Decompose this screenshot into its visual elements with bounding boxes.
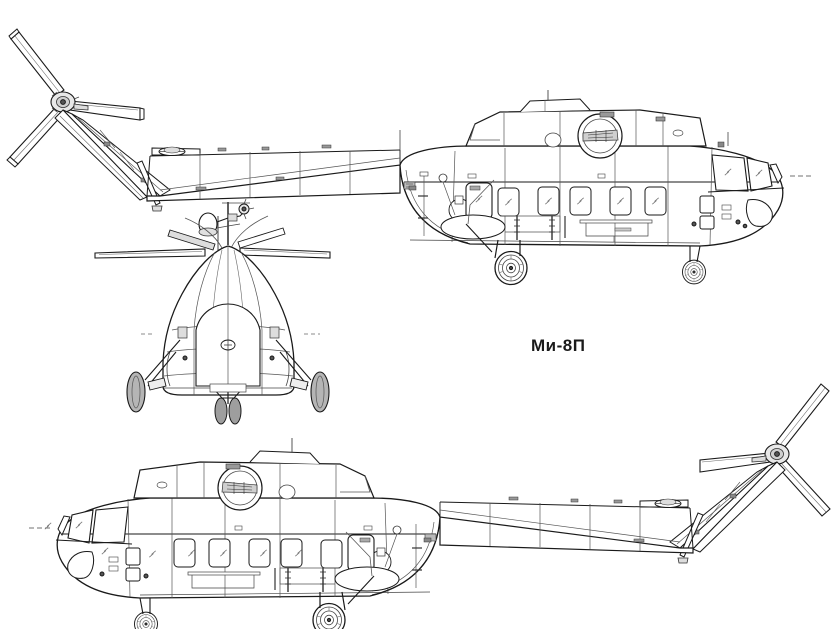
window [644, 186, 667, 216]
tail-support-strut-mirrored [677, 512, 704, 564]
fuselage-belly-details-mirrored [187, 525, 432, 592]
tail-pylon [54, 109, 171, 201]
tail-boom [146, 130, 401, 202]
window [569, 186, 592, 216]
main-wheel [312, 602, 346, 629]
fuselage-front [162, 245, 295, 396]
landing-gear-mirrored [134, 575, 375, 629]
passenger-windows-mirrored [173, 538, 343, 569]
nose-wheels-front [214, 397, 242, 425]
window [248, 538, 271, 568]
nose-wheel [134, 611, 158, 629]
window [173, 538, 196, 568]
window [609, 186, 632, 216]
entry-door-mirrored [347, 534, 386, 572]
engine-cowling [465, 90, 707, 159]
tail-rotor-assembly-mirrored [699, 383, 831, 517]
window [537, 186, 560, 216]
window [497, 187, 520, 217]
side-view-nose-left [28, 383, 831, 629]
passenger-windows [497, 186, 667, 217]
landing-gear [465, 223, 706, 286]
window [208, 538, 231, 568]
rotor-blades-front [94, 215, 331, 259]
main-wheel [494, 250, 528, 286]
engine-cowling-mirrored [133, 438, 375, 511]
tail-support-strut [136, 160, 163, 212]
left-main-wheel [126, 371, 146, 413]
side-view-nose-right [6, 28, 812, 286]
fuselage-belly-details [408, 173, 653, 242]
tail-rotor-hub [50, 91, 89, 113]
front-view [94, 198, 331, 425]
landing-gear-front [126, 339, 330, 425]
tail-boom-mirrored [439, 496, 694, 554]
cockpit-glazing-mirrored [28, 506, 149, 582]
tail-rotor-assembly [6, 28, 145, 168]
cockpit-glazing [691, 132, 812, 230]
window [280, 538, 303, 568]
model-designation-label: Ми-8П [531, 336, 586, 355]
right-main-wheel [310, 371, 330, 413]
nose-wheel [682, 259, 706, 285]
window [320, 539, 343, 569]
